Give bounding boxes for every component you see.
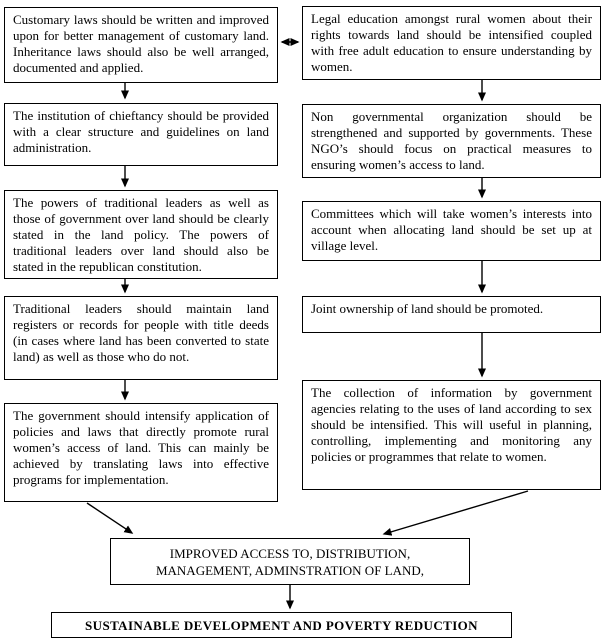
box-land-registers: Traditional leaders should maintain land… [4, 296, 278, 380]
box-improved-access: IMPROVED ACCESS TO, DISTRIBUTION, MANAGE… [110, 538, 470, 585]
box-legal-education: Legal education amongst rural women abou… [302, 6, 601, 80]
box-sustainable-development: SUSTAINABLE DEVELOPMENT AND POVERTY REDU… [51, 612, 512, 638]
diagonal-arrow-left [86, 502, 134, 534]
box-ngo-support: Non governmental organization should be … [302, 104, 601, 178]
box-customary-laws: Customary laws should be written and imp… [4, 7, 278, 83]
box-joint-ownership: Joint ownership of land should be promot… [302, 296, 601, 333]
diagonal-arrow-right [382, 490, 529, 536]
box-traditional-leaders-powers: The powers of traditional leaders as wel… [4, 190, 278, 279]
box-chieftancy-institution: The institution of chieftancy should be … [4, 103, 278, 166]
box-government-policies: The government should intensify applicat… [4, 403, 278, 502]
box-village-committees: Committees which will take women’s inter… [302, 201, 601, 261]
box-information-collection: The collection of information by governm… [302, 380, 601, 490]
